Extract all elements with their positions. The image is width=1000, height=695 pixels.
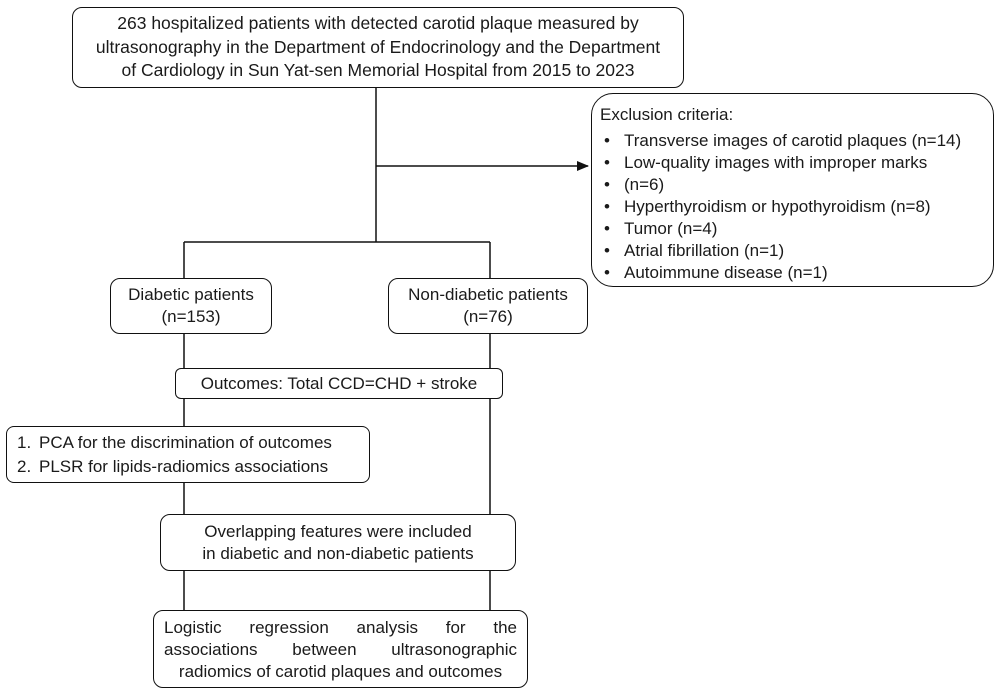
methods-box: 1. PCA for the discrimination of outcomes…	[6, 426, 370, 483]
method-number: 2.	[17, 457, 32, 476]
logistic-line-1: Logistic regression analysis for the	[164, 618, 517, 637]
non-diabetic-label: Non-diabetic patients	[408, 285, 568, 304]
exclusion-item: Hyperthyroidism or hypothyroidism (n=8)	[600, 196, 987, 218]
exclusion-item: Transverse images of carotid plaques (n=…	[600, 130, 987, 152]
methods-list: 1. PCA for the discrimination of outcomes…	[17, 431, 369, 479]
enrollment-box: 263 hospitalized patients with detected …	[72, 7, 684, 88]
method-number: 1.	[17, 433, 32, 452]
outcomes-box: Outcomes: Total CCD=CHD + stroke	[175, 368, 503, 399]
non-diabetic-patients-box: Non-diabetic patients (n=76)	[388, 278, 588, 334]
method-text: PLSR for lipids-radiomics associations	[39, 457, 329, 476]
exclusion-item: Low-quality images with improper marks	[600, 152, 987, 174]
diabetic-patients-box: Diabetic patients (n=153)	[110, 278, 272, 334]
exclusion-item: Atrial fibrillation (n=1)	[600, 240, 987, 262]
logistic-regression-box: Logistic regression analysis for the ass…	[153, 610, 528, 688]
logistic-line-2: associations between ultrasonographic	[164, 640, 517, 659]
enrollment-line-3: of Cardiology in Sun Yat-sen Memorial Ho…	[121, 60, 635, 81]
outcomes-label: Outcomes: Total CCD=CHD + stroke	[200, 373, 478, 393]
method-item: 1. PCA for the discrimination of outcomes	[17, 431, 369, 455]
logistic-line-3: radiomics of carotid plaques and outcome…	[178, 662, 503, 681]
diabetic-label: Diabetic patients	[128, 285, 254, 304]
exclusion-item: Tumor (n=4)	[600, 218, 987, 240]
exclusion-title: Exclusion criteria:	[600, 105, 734, 124]
enrollment-line-1: 263 hospitalized patients with detected …	[117, 13, 639, 34]
overlapping-features-box: Overlapping features were included in di…	[160, 514, 516, 571]
method-text: PCA for the discrimination of outcomes	[39, 433, 332, 452]
exclusion-item: Autoimmune disease (n=1)	[600, 262, 987, 284]
exclusion-list: Transverse images of carotid plaques (n=…	[600, 130, 987, 284]
overlap-line-2: in diabetic and non-diabetic patients	[202, 543, 474, 563]
non-diabetic-count: (n=76)	[463, 307, 513, 326]
enrollment-line-2: ultrasonography in the Department of End…	[95, 36, 661, 57]
exclusion-criteria-box: Exclusion criteria: Transverse images of…	[591, 93, 994, 287]
exclusion-item: (n=6)	[600, 174, 987, 196]
diabetic-count: (n=153)	[161, 307, 221, 326]
method-item: 2. PLSR for lipids-radiomics associations	[17, 455, 369, 479]
overlap-line-1: Overlapping features were included	[204, 521, 472, 541]
